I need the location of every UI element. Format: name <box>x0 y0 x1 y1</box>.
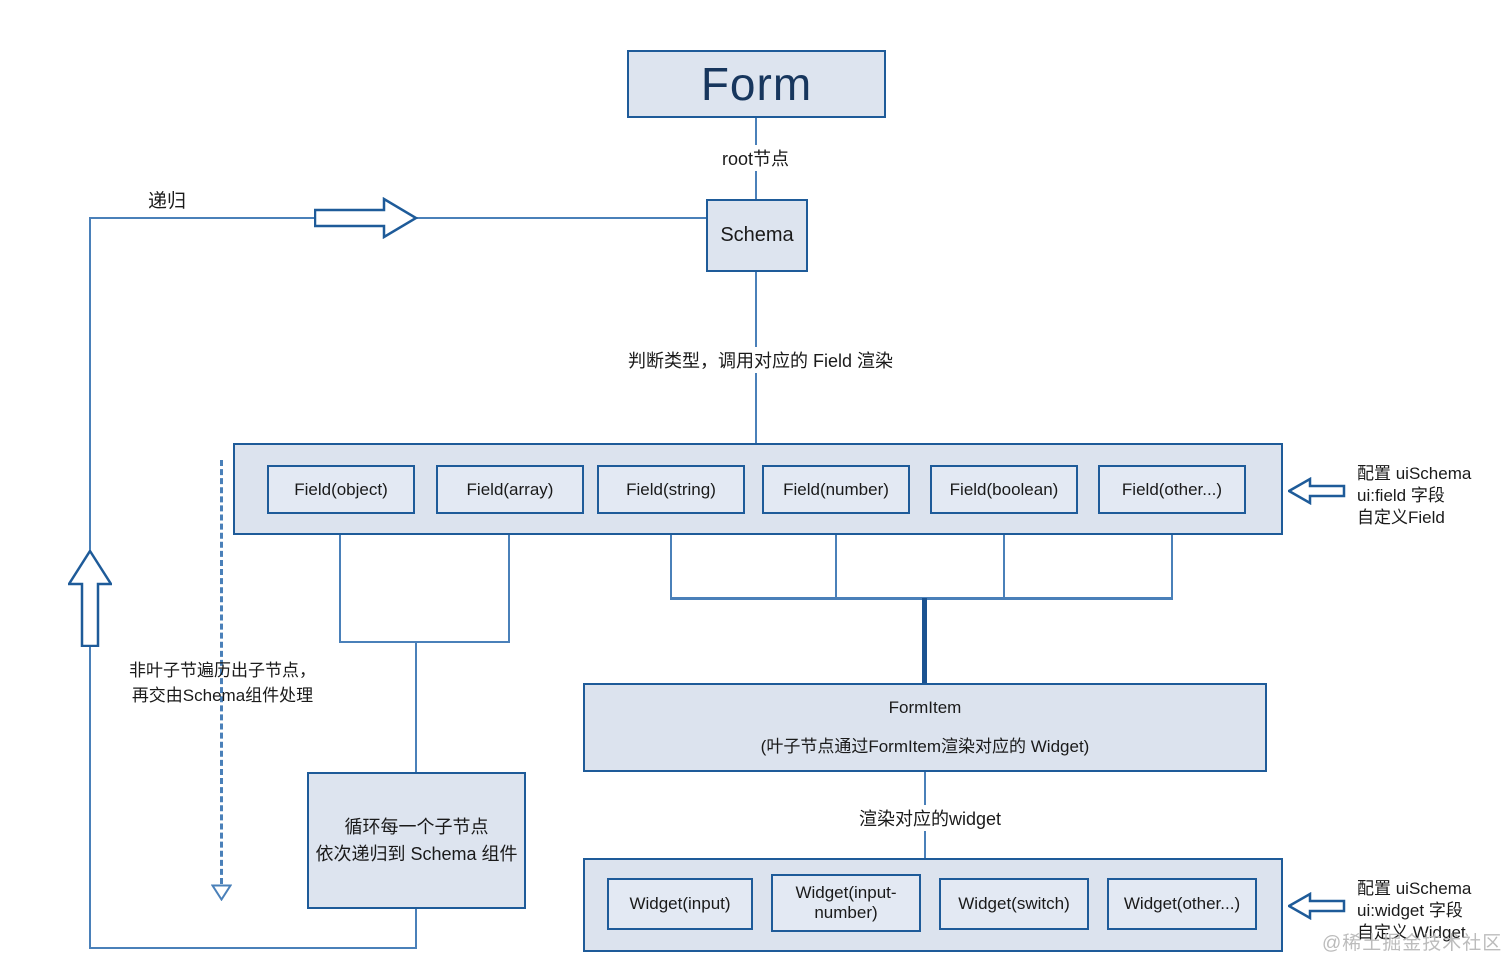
uiwidget-annotation-line1: 配置 uiSchema <box>1357 879 1472 898</box>
uifield-annotation-line3: 自定义Field <box>1357 508 1445 527</box>
field-number-node: Field(number) <box>762 465 910 514</box>
widget-input-node: Widget(input) <box>607 878 753 930</box>
watermark: @稀土掘金技术社区 <box>1322 933 1503 954</box>
widget-input-number-node: Widget(input-number) <box>771 874 921 932</box>
edge-loop-bottom <box>89 947 417 949</box>
formitem-title: FormItem <box>888 698 962 717</box>
edge-loopbox-down <box>415 909 417 949</box>
edge-right-merge <box>670 597 1173 600</box>
recursion-right-arrow-icon <box>314 197 418 239</box>
uifield-annotation: 配置 uiSchema ui:field 字段 自定义Field <box>1357 463 1471 529</box>
loop-children-node: 循环每一个子节点 依次递归到 Schema 组件 <box>307 772 526 909</box>
widget-other-node: Widget(other...) <box>1107 878 1257 930</box>
uifield-annotation-line2: ui:field 字段 <box>1357 486 1445 505</box>
uifield-left-arrow-icon <box>1288 477 1346 505</box>
non-leaf-note-line2: 再交由Schema组件处理 <box>131 686 314 705</box>
edge-merge-formitem <box>922 598 927 684</box>
field-boolean-node: Field(boolean) <box>930 465 1078 514</box>
field-string-node: Field(string) <box>597 465 745 514</box>
formitem-node: FormItem (叶子节点通过FormItem渲染对应的 Widget) <box>583 683 1267 772</box>
edge-label-root: root节点 <box>716 145 796 171</box>
edge-field-string-down <box>670 514 672 599</box>
edge-field-other-down <box>1171 514 1173 599</box>
uiwidget-left-arrow-icon <box>1288 892 1346 920</box>
edge-left-merge <box>339 641 510 643</box>
edge-field-boolean-down <box>1003 514 1005 599</box>
field-object-node: Field(object) <box>267 465 415 514</box>
field-array-node: Field(array) <box>436 465 584 514</box>
loop-children-line1: 循环每一个子节点 <box>344 816 489 837</box>
edge-field-number-down <box>835 514 837 599</box>
edge-label-recursion: 递归 <box>148 191 187 212</box>
edge-label-render-widget: 渲染对应的widget <box>853 805 1008 831</box>
field-other-node: Field(other...) <box>1098 465 1246 514</box>
recursion-up-arrow-icon <box>68 550 112 647</box>
loop-children-line2: 依次递归到 Schema 组件 <box>315 843 518 864</box>
schema-node: Schema <box>706 199 808 272</box>
edge-dashed-recursion <box>220 460 223 884</box>
uiwidget-annotation-line3: 自定义 Widget <box>1357 923 1466 942</box>
uiwidget-annotation: 配置 uiSchema ui:widget 字段 自定义 Widget <box>1357 878 1471 944</box>
uifield-annotation-line1: 配置 uiSchema <box>1357 464 1472 483</box>
non-leaf-note: 非叶子节遍历出子节点， 再交由Schema组件处理 <box>115 658 330 708</box>
form-node: Form <box>627 50 886 118</box>
edge-label-judge: 判断类型，调用对应的 Field 渲染 <box>622 347 900 373</box>
edge-merge-loopbox <box>415 641 417 772</box>
formitem-subtitle: (叶子节点通过FormItem渲染对应的 Widget) <box>760 737 1090 756</box>
non-leaf-note-line1: 非叶子节遍历出子节点， <box>129 661 316 680</box>
edge-field-object-down <box>339 514 341 643</box>
widget-switch-node: Widget(switch) <box>939 878 1089 930</box>
dashed-arrowhead-icon <box>211 884 232 901</box>
edge-field-array-down <box>508 514 510 643</box>
uiwidget-annotation-line2: ui:widget 字段 <box>1357 901 1463 920</box>
